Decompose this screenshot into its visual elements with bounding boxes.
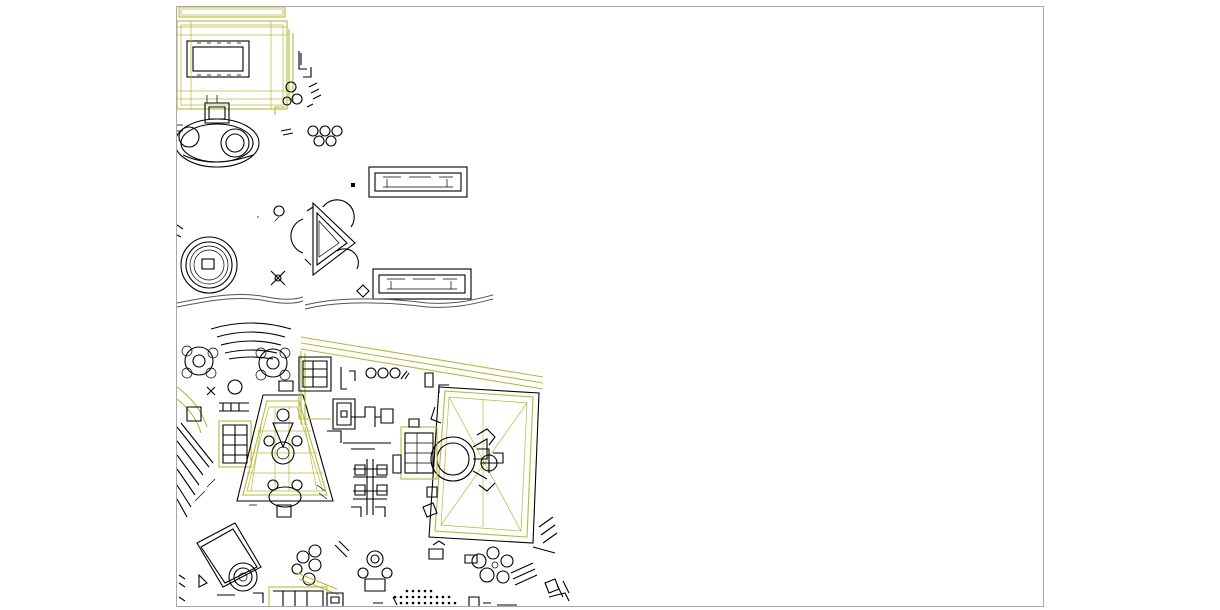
south-clusters (291, 540, 393, 592)
dot-grid (393, 589, 457, 605)
long-hall-north (351, 166, 468, 198)
clover-pavilion (280, 125, 343, 147)
round-courtyard-block (177, 95, 260, 168)
southeast-cluster (428, 540, 570, 606)
hatched-avenue (298, 336, 544, 425)
south-strip (268, 572, 398, 606)
south-building (178, 522, 264, 603)
small-glyphs (257, 205, 370, 298)
palace-complex (177, 7, 294, 115)
site-plan-drawing (177, 7, 570, 606)
crescent-forum (181, 322, 294, 396)
trapezoid-plaza (236, 394, 334, 518)
central-buildings (327, 367, 434, 450)
grand-square (422, 384, 540, 544)
row-houses (218, 402, 252, 468)
long-hall-south (372, 268, 472, 300)
cross-blocks (351, 459, 388, 517)
triangle-temple (290, 199, 359, 277)
rotunda (177, 224, 238, 294)
river (177, 294, 494, 310)
west-arcs (177, 386, 216, 518)
east-wing (477, 448, 558, 554)
drawing-frame (176, 6, 1044, 607)
west-wing (392, 418, 438, 480)
side-blocks (282, 51, 322, 108)
